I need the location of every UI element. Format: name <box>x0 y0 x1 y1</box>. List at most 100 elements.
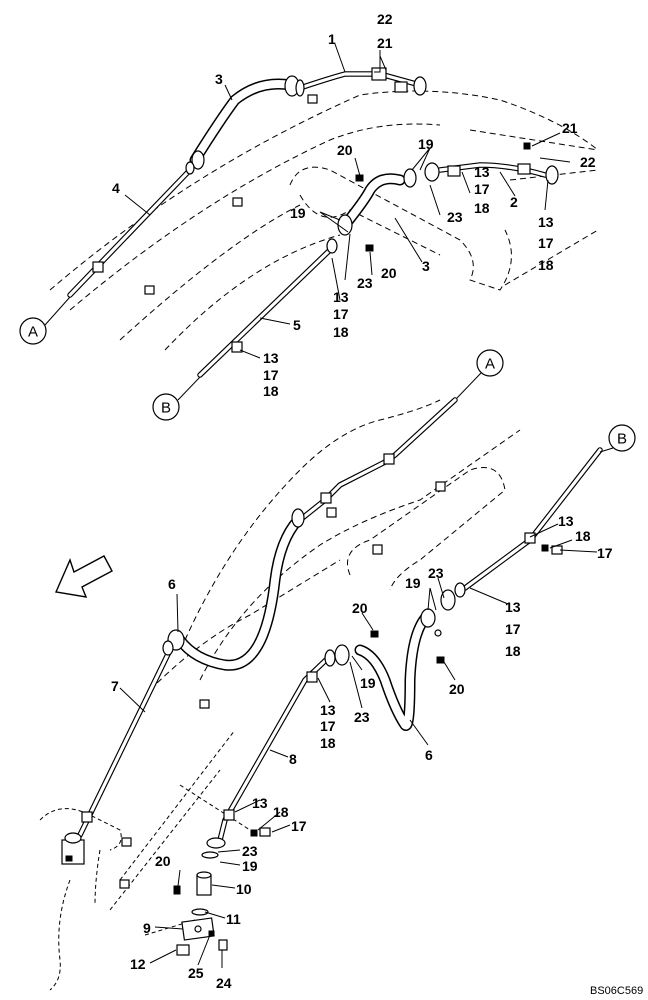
clamp-pipe-5 <box>231 341 243 353</box>
flange-hose3-bottom <box>185 150 205 175</box>
tee-fitting-upper <box>371 67 387 81</box>
label-18-e: 18 <box>575 528 591 544</box>
clamp-pipe-8-bottom <box>206 809 235 849</box>
label-23-e: 23 <box>242 843 258 859</box>
label-19-d: 19 <box>360 675 376 691</box>
ref-a-upper: A <box>19 296 71 345</box>
bolts-lower <box>173 544 563 951</box>
label-21-top: 21 <box>377 35 393 51</box>
boom-outline-upper <box>49 90 599 291</box>
label-4: 4 <box>112 180 120 196</box>
label-18-h: 18 <box>273 804 289 820</box>
drawing-code: BS06C569 <box>590 985 643 997</box>
label-13-e: 13 <box>558 513 574 529</box>
svg-text:B: B <box>161 400 171 417</box>
label-12: 12 <box>130 956 146 972</box>
label-17-c: 17 <box>333 306 349 322</box>
label-13-a: 13 <box>474 164 490 180</box>
svg-text:B: B <box>617 431 627 448</box>
label-19-b: 19 <box>290 205 306 221</box>
label-20-a: 20 <box>337 142 353 158</box>
label-19-e: 19 <box>242 858 258 874</box>
boom-outline-lower <box>69 123 441 311</box>
label-20-d: 20 <box>449 681 465 697</box>
flange-upper-left <box>284 75 305 97</box>
mount-detail-lower <box>119 481 446 889</box>
label-19-c: 19 <box>405 575 421 591</box>
label-13-f: 13 <box>505 599 521 615</box>
label-3-left: 3 <box>215 71 223 87</box>
fitting-stack <box>176 851 219 956</box>
label-22-right: 22 <box>580 154 596 170</box>
lower-link-lines <box>109 729 251 936</box>
label-17-f: 17 <box>505 621 521 637</box>
label-6-right: 6 <box>425 747 433 763</box>
label-23-c: 23 <box>428 565 444 581</box>
flange-mid-right <box>403 162 461 188</box>
label-22-top: 22 <box>377 11 393 27</box>
label-19-a: 19 <box>418 136 434 152</box>
cylinder-outline-lower <box>347 467 506 591</box>
label-18-b: 18 <box>538 257 554 273</box>
upper-labels: 22 21 1 3 4 19 20 13 17 18 23 2 21 22 13… <box>112 11 596 399</box>
label-23-b: 23 <box>357 275 373 291</box>
label-5: 5 <box>293 317 301 333</box>
flange-pipe-2-end <box>517 163 559 185</box>
upper-leaders <box>124 43 571 359</box>
flange-upper-right <box>394 76 427 96</box>
flange-mid-left <box>326 214 353 254</box>
label-17-h: 17 <box>291 818 307 834</box>
ref-b-upper: B <box>152 376 201 421</box>
label-13-h: 13 <box>252 795 268 811</box>
flange-pipe-8-top <box>306 644 350 683</box>
svg-text:A: A <box>485 356 495 373</box>
valve-bottom-left <box>61 832 85 865</box>
label-17-g: 17 <box>320 718 336 734</box>
label-1: 1 <box>328 31 336 47</box>
arm-outline-lower-2 <box>149 559 341 691</box>
flange-pipe-b <box>440 532 536 611</box>
clamp-pipe-4 <box>92 261 104 273</box>
arm-outline-bottom <box>199 429 521 681</box>
label-13-d: 13 <box>263 350 279 366</box>
ref-b-lower: B <box>599 424 636 453</box>
label-18-f: 18 <box>505 643 521 659</box>
label-23-d: 23 <box>354 709 370 725</box>
label-17-e: 17 <box>597 545 613 561</box>
label-25: 25 <box>188 965 204 981</box>
clamp-arm-a1 <box>320 453 395 504</box>
label-13-c: 13 <box>333 289 349 305</box>
label-18-c: 18 <box>333 324 349 340</box>
flange-hose-6-right-top <box>420 608 442 637</box>
label-11: 11 <box>226 911 241 927</box>
front-direction-arrow-icon <box>54 555 113 598</box>
clamp-pipe-7 <box>81 811 93 823</box>
lower-labels: 13 18 17 23 19 13 17 18 6 20 19 20 7 13 … <box>111 513 613 991</box>
label-21-right: 21 <box>562 120 578 136</box>
arm-outline-top <box>184 399 441 641</box>
label-20-b: 20 <box>381 265 397 281</box>
pipe-to-ref-b <box>462 447 603 591</box>
label-18-g: 18 <box>320 735 336 751</box>
upper-assembly <box>49 43 599 378</box>
label-13-g: 13 <box>320 702 336 718</box>
label-18-a: 18 <box>474 200 490 216</box>
label-18-d: 18 <box>263 383 279 399</box>
label-6-left: 6 <box>168 576 176 592</box>
label-17-b: 17 <box>538 235 554 251</box>
flange-hose-6-top <box>291 508 305 528</box>
label-8: 8 <box>289 751 297 767</box>
bucket-link-outline <box>39 808 122 991</box>
svg-text:A: A <box>28 324 38 341</box>
bolt-21-right <box>523 142 531 150</box>
boom-inner-line <box>119 204 301 341</box>
label-13-b: 13 <box>538 214 554 230</box>
label-3-mid: 3 <box>422 258 430 274</box>
bolt-20-mid <box>365 244 374 252</box>
boom-body-line <box>164 234 341 351</box>
ref-a-lower: A <box>456 349 504 399</box>
label-9: 9 <box>143 920 151 936</box>
lower-assembly <box>39 397 603 991</box>
label-17-d: 17 <box>263 367 279 383</box>
